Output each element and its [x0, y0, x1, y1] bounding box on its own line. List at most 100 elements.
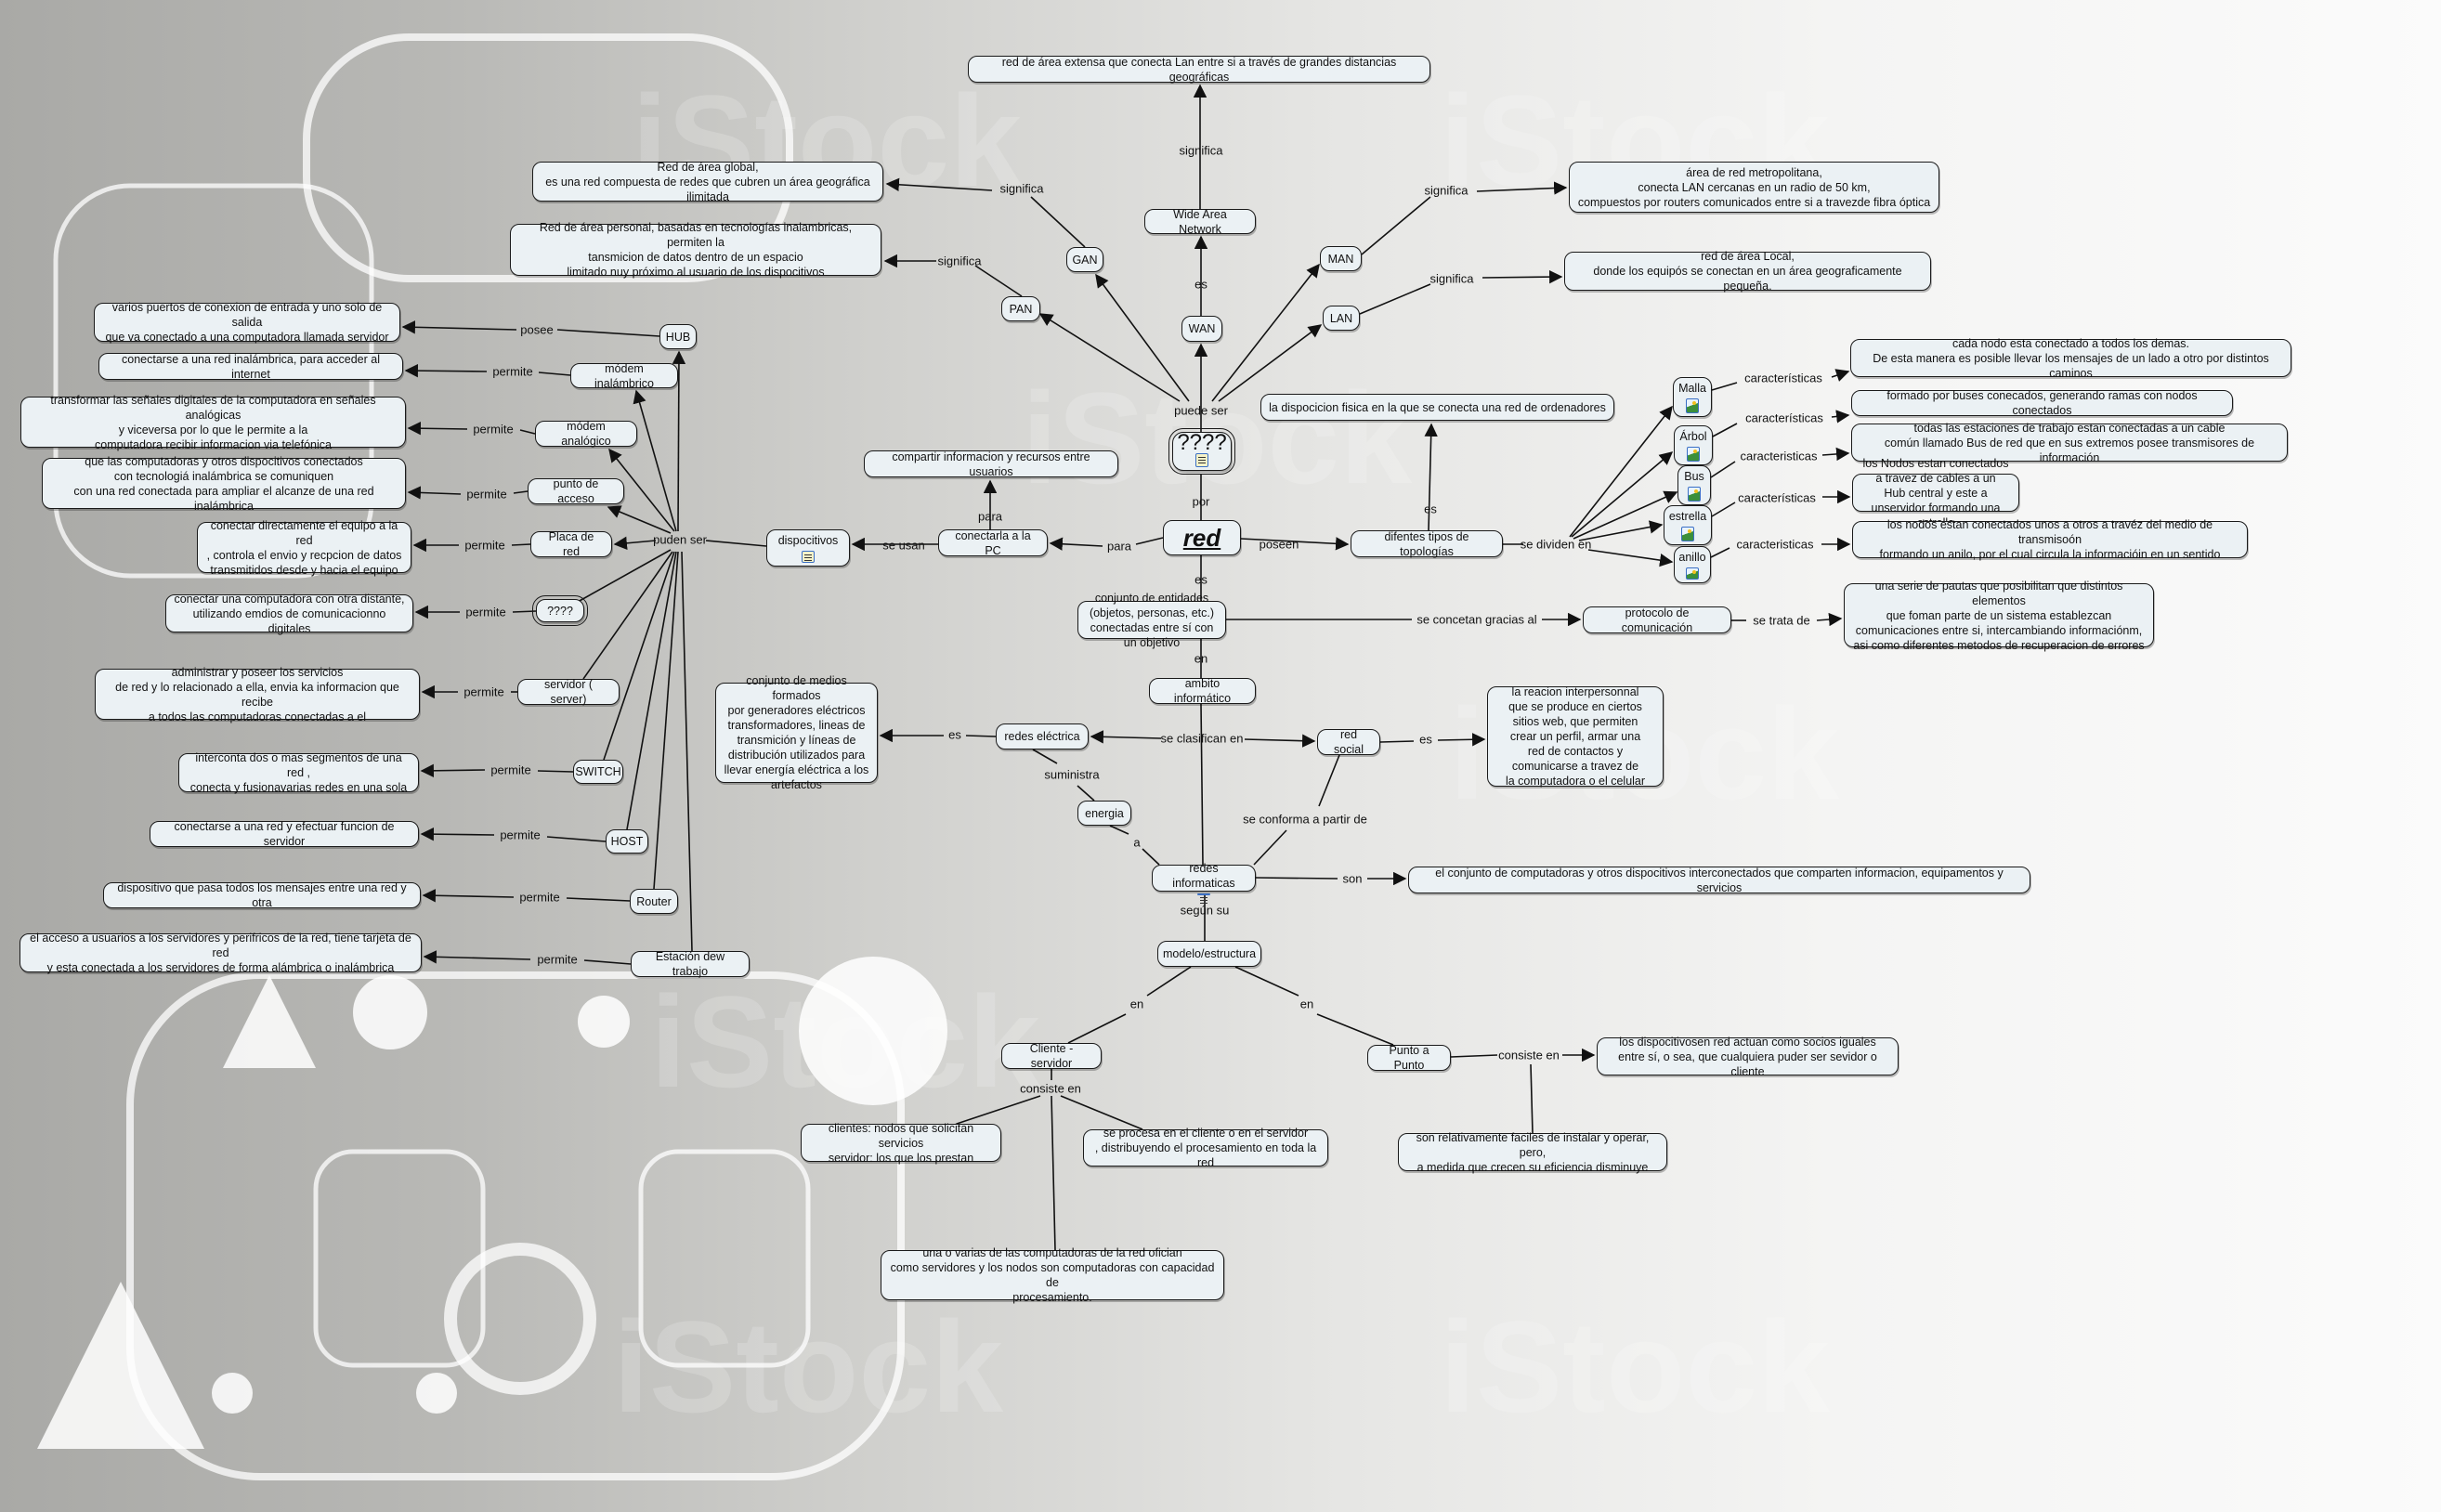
link-label-l-posee: posee — [520, 322, 554, 337]
concept-anillo[interactable]: anillo — [1674, 546, 1711, 583]
document-resource-icon[interactable] — [802, 551, 815, 563]
concept-host[interactable]: HOST — [606, 829, 648, 854]
concept-servidor[interactable]: servidor ( server) — [517, 678, 620, 706]
concept-label: Punto a Punto — [1389, 1044, 1429, 1072]
concept-conectarla[interactable]: conectarla a la PC — [938, 528, 1048, 557]
concept-q-dev[interactable]: ???? — [532, 595, 588, 626]
concept-router[interactable]: Router — [630, 889, 678, 914]
concept-modem-anal-def[interactable]: transformar las señales digitales de la … — [20, 394, 406, 451]
concept-label: dispocitivos — [777, 534, 839, 547]
concept-hub-def[interactable]: varios puertos de conexion de entrada y … — [94, 301, 400, 344]
concept-punto-acceso-def[interactable]: que las computadoras y otros dispocitivo… — [42, 455, 406, 513]
concept-pan-def[interactable]: Red de área personal, basadas en tecnolo… — [510, 221, 881, 279]
concept-protocolo[interactable]: protocolo de comunicación — [1583, 606, 1731, 634]
concept-switch-def[interactable]: interconta dos o mas segmentos de una re… — [178, 751, 419, 794]
concept-protocolo-def[interactable]: una serie de pautas que posibilitan que … — [1844, 580, 2154, 652]
concept-placa-red[interactable]: Placa de red — [530, 530, 612, 558]
concept-host-def[interactable]: conectarse a una red y efectuar funcion … — [150, 820, 419, 848]
concept-social-def[interactable]: la reacion interpersonnal que se produce… — [1487, 685, 1664, 788]
concept-label: módem analógico — [561, 420, 611, 448]
concept-informaticas-def[interactable]: el conjunto de computadoras y otros disp… — [1408, 867, 2030, 894]
concept-wan-def[interactable]: red de área extensa que conecta Lan entr… — [968, 56, 1430, 84]
concept-arbol-def[interactable]: formado por buses conecados, generando r… — [1851, 389, 2233, 417]
concept-bus[interactable]: Bus — [1677, 465, 1711, 505]
concept-clientes-def[interactable]: clientes: nodos que solicitan servicios … — [801, 1122, 1001, 1165]
concept-label: Placa de red — [548, 530, 594, 558]
concept-label: ???? — [1177, 430, 1227, 455]
concept-modelo[interactable]: modelo/estructura — [1157, 941, 1261, 967]
concept-punto-a-punto[interactable]: Punto a Punto — [1367, 1044, 1451, 1072]
concept-label: los nodos estan conectados unos a otros … — [1879, 518, 2221, 561]
concept-wan[interactable]: WAN — [1181, 316, 1222, 342]
concept-man[interactable]: MAN — [1320, 246, 1362, 271]
concept-anillo-def[interactable]: los nodos estan conectados unos a otros … — [1852, 518, 2248, 561]
concept-modem-inal-def[interactable]: conectarse a una red inalámbrica, para a… — [98, 353, 403, 381]
concept-servidores-def[interactable]: una o varias de las computadoras de la r… — [881, 1246, 1224, 1304]
concept-label: conectarla a la PC — [955, 528, 1031, 557]
image-resource-icon[interactable] — [1687, 447, 1700, 462]
concept-bus-def[interactable]: todas las estaciones de trabajo estan co… — [1851, 422, 2288, 464]
concept-procesa-def[interactable]: se procesa en el cliente o en el servido… — [1083, 1127, 1328, 1169]
concept-malla[interactable]: Malla — [1673, 377, 1712, 417]
concept-dispositivos[interactable]: dispocitivos — [766, 529, 850, 567]
concept-modem-inal[interactable]: módem inalámbrico — [570, 362, 678, 390]
concept-q-top[interactable]: ???? — [1168, 428, 1235, 475]
concept-switch[interactable]: SWITCH — [573, 760, 623, 784]
concept-modem-anal[interactable]: módem analógico — [535, 420, 637, 448]
document-resource-icon[interactable] — [1197, 893, 1210, 905]
image-resource-icon[interactable] — [1686, 398, 1699, 413]
concept-disposicion[interactable]: la dispocicion fisica en la que se conec… — [1260, 394, 1614, 421]
concept-placa-red-def[interactable]: conectar directamente el equipo a la red… — [197, 519, 411, 577]
concept-estrella[interactable]: estrella — [1664, 505, 1712, 545]
concept-gan-def[interactable]: Red de área global, es una red compuesta… — [532, 161, 883, 203]
concept-label: redes informaticas — [1172, 862, 1235, 890]
concept-ambito[interactable]: ambito informático — [1149, 677, 1256, 705]
image-resource-icon[interactable] — [1688, 487, 1701, 502]
concept-red-social[interactable]: red social — [1317, 728, 1380, 756]
concept-cliente-servidor[interactable]: Cliente - servidor — [1001, 1042, 1102, 1070]
concept-compartir[interactable]: compartir informacion y recursos entre u… — [864, 450, 1118, 478]
concept-malla-def[interactable]: cada nodo esta conectado a todos los dem… — [1850, 337, 2291, 380]
concept-router-def[interactable]: dispositivo que pasa todos los mensajes … — [103, 881, 421, 909]
concept-lan-def[interactable]: red de área Local, donde los equipós se … — [1564, 250, 1931, 293]
concept-p2p-facil[interactable]: son relativamente faciles de instalar y … — [1398, 1131, 1667, 1174]
image-resource-icon[interactable] — [1686, 567, 1699, 580]
concept-p2p-def[interactable]: los dispocitivosen red actuan como socio… — [1597, 1036, 1899, 1078]
concept-punto-acceso[interactable]: punto de acceso — [528, 477, 624, 505]
concept-redes-informaticas[interactable]: redes informaticas — [1152, 862, 1256, 905]
concept-label: compartir informacion y recursos entre u… — [892, 450, 1090, 478]
concept-redes-electrica[interactable]: redes eléctrica — [996, 723, 1089, 749]
concept-wide-area[interactable]: Wide Area Network — [1144, 207, 1256, 236]
concept-label: transformar las señales digitales de la … — [50, 393, 376, 451]
concept-pan[interactable]: PAN — [1001, 296, 1040, 321]
concept-arbol[interactable]: Árbol — [1674, 425, 1713, 465]
link-label-l-perm4: permite — [464, 538, 505, 553]
concept-q-dev-def[interactable]: conectar una computadora con otra distan… — [165, 593, 413, 635]
image-resource-icon[interactable] — [1681, 527, 1694, 541]
concept-lan[interactable]: LAN — [1323, 306, 1360, 331]
concept-energia[interactable]: energia — [1077, 801, 1131, 826]
concept-label: Wide Area Network — [1173, 207, 1227, 236]
concept-servidor-def[interactable]: administrar y poseer los servicios de re… — [95, 666, 420, 723]
concept-label: la dispocicion fisica en la que se conec… — [1269, 400, 1606, 414]
document-resource-icon[interactable] — [1195, 453, 1208, 467]
link-label-l-perm5: permite — [465, 605, 506, 619]
concept-label: HUB — [665, 330, 691, 344]
link-label-l-perm6: permite — [463, 684, 504, 699]
concept-estacion[interactable]: Estación dew trabajo — [631, 950, 750, 978]
concept-estacion-def[interactable]: el acceso a usuarios a los servidores y … — [20, 932, 422, 974]
link-label-l-consiste1: consiste en — [1020, 1081, 1081, 1096]
link-label-l-perm9: permite — [519, 890, 560, 905]
concept-hub[interactable]: HUB — [659, 324, 697, 349]
concept-man-def[interactable]: área de red metropolitana, conecta LAN c… — [1569, 162, 1939, 213]
root-concept-red[interactable]: red — [1163, 520, 1241, 555]
concept-electrica-def[interactable]: conjunto de medios formados por generado… — [715, 674, 878, 791]
concept-label: energia — [1085, 806, 1124, 820]
concept-estrella-def[interactable]: los Nodos estan conectados a travez de c… — [1852, 457, 2019, 529]
concept-topologias[interactable]: difentes tipos de topologías — [1351, 530, 1503, 558]
link-label-l-es-soc: es — [1419, 732, 1432, 747]
link-label-l-es-wan: es — [1194, 277, 1207, 292]
concept-label: MAN — [1327, 252, 1354, 266]
concept-conjunto[interactable]: conjunto de entidades (objetos, personas… — [1077, 592, 1226, 649]
concept-gan[interactable]: GAN — [1066, 247, 1103, 272]
